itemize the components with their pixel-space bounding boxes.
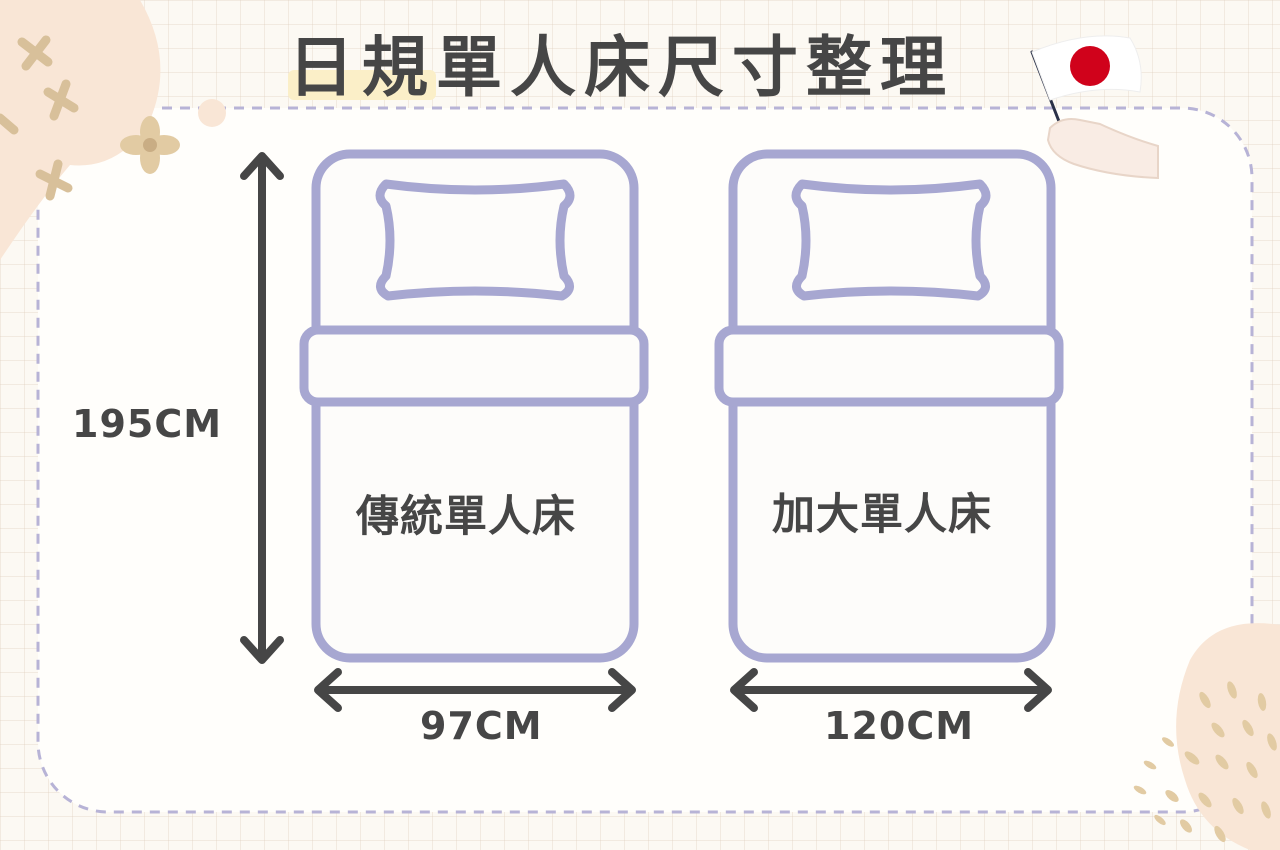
pillow-icon: [791, 179, 991, 301]
hand-icon: [1046, 118, 1159, 180]
width-label-large: 120CM: [824, 704, 975, 748]
width-arrow-traditional: [314, 668, 636, 712]
pillow-icon: [375, 179, 575, 301]
seed-dots-decoration: [1133, 623, 1280, 850]
japan-flag-sun: [1070, 46, 1110, 86]
blanket-fold: [299, 325, 649, 407]
width-arrow-large: [730, 668, 1052, 712]
page-title: 日規單人床尺寸整理: [288, 29, 954, 106]
length-label: 195CM: [72, 402, 223, 446]
blanket-fold: [714, 325, 1064, 407]
width-label-traditional: 97CM: [420, 704, 543, 748]
length-arrow: [240, 152, 284, 664]
bed-label-large: 加大單人床: [772, 490, 992, 540]
japan-flag-icon: [1030, 35, 1159, 180]
bed-label-traditional: 傳統單人床: [356, 492, 576, 542]
bed-large: [714, 149, 1064, 663]
flower-decoration: [0, 0, 226, 260]
bed-traditional: [299, 149, 649, 663]
title-highlight: [288, 70, 436, 100]
dashed-frame: [36, 106, 1254, 814]
